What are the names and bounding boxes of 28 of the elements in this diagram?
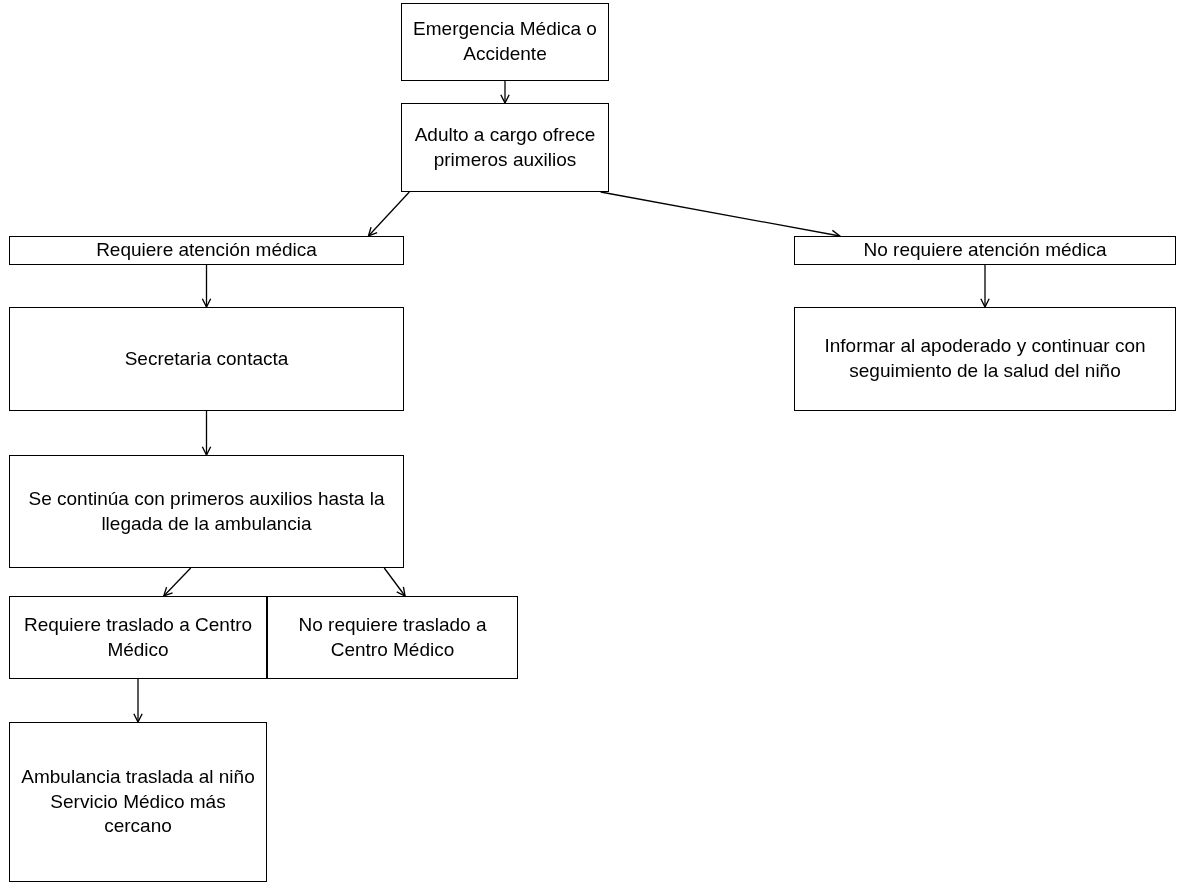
box-label: Informar al apoderado y continuar con seguimiento de la salud del niño: [823, 334, 1147, 383]
box-label: No requiere traslado a Centro Médico: [297, 612, 488, 662]
arrow: [201, 264, 212, 308]
process-box: [267, 596, 518, 679]
arrow: [133, 678, 143, 723]
arrow: [163, 567, 192, 597]
box-label: Requiere atención médica: [96, 238, 317, 263]
process-box: [9, 455, 404, 568]
process-box: [9, 307, 404, 411]
box-label: Secretaria contacta: [124, 346, 289, 371]
box-label: Requiere traslado a Centro Médico: [22, 612, 254, 662]
arrow: [383, 567, 406, 597]
process-box: [9, 722, 267, 882]
box-label: Ambulancia traslada al niño Servicio Médico más cercano: [20, 764, 256, 839]
arrow: [201, 410, 212, 456]
box-label: Emergencia Médica o Accidente: [412, 17, 598, 66]
box-label: No requiere atención médica: [863, 238, 1107, 263]
process-box: [9, 236, 404, 265]
process-box: [401, 103, 609, 192]
box-label: Se continúa con primeros auxilios hasta la llegada de la ambulancia: [27, 486, 386, 536]
arrow: [980, 264, 990, 308]
process-box: [794, 236, 1176, 265]
process-box: [794, 307, 1176, 411]
arrow: [500, 80, 510, 104]
box-label: Adulto a cargo ofrece primeros auxilios: [413, 122, 597, 172]
process-box: [401, 3, 609, 81]
process-box: [9, 596, 267, 679]
arrow: [367, 191, 410, 237]
